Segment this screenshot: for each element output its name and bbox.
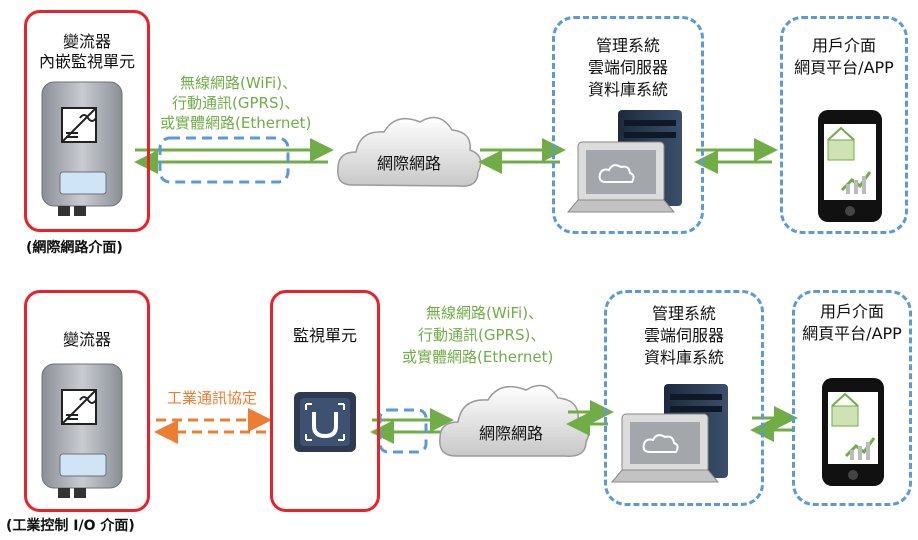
monitor-unit-box [270,290,380,512]
protocol-label: 工業通訊協定 [166,389,257,407]
web-app-label: 網頁平台/APP [794,58,894,77]
inverter-label: 變流器 [62,32,111,51]
monitor-unit-icon [294,392,356,452]
link-gprs-label: 行動通訊(GPRS)、 [172,94,300,112]
inverter-icon [41,81,123,216]
user-interface-title: 用戶介面 [811,36,876,55]
bottom-link-arrows [370,408,454,444]
link-ethernet-label: 或實體網路(Ethernet) [402,348,554,366]
server-icon [610,384,728,483]
management-system-box [604,290,764,506]
user-interface-box [792,290,912,506]
user-interface-box [780,16,908,234]
inverter-icon [41,363,123,498]
management-title: 管理系統 [595,36,660,55]
cloud-icon [439,384,590,457]
embedded-monitor-label: 內嵌監視單元 [38,52,135,71]
top-link-dashed-highlight [158,136,290,184]
web-app-label: 網頁平台/APP [802,324,902,343]
cloud-server-arrows [478,138,566,174]
phone-icon [822,378,884,486]
management-title: 管理系統 [651,304,716,323]
server-user-arrows [694,138,778,174]
database-label: 資料庫系統 [587,80,668,99]
database-label: 資料庫系統 [643,348,724,367]
cloud-label: 網際網路 [376,154,441,173]
link-ethernet-label: 或實體網路(Ethernet) [160,114,312,132]
internet-interface-caption: (網際網路介面) [26,240,123,256]
cloud-server-label: 雲端伺服器 [643,326,724,345]
cloud-server-label: 雲端伺服器 [587,58,668,77]
inverter-label: 變流器 [62,330,111,349]
inverter-embedded-box [24,10,150,232]
protocol-arrows [154,408,272,444]
server-icon [566,110,682,213]
management-system-box [552,16,704,234]
phone-icon [818,110,882,222]
link-gprs-label: 行動通訊(GPRS)、 [418,326,546,344]
io-interface-caption: (工業控制 I/O 介面) [6,518,135,534]
link-wifi-label: 無線網路(WiFi)、 [426,304,544,322]
inverter-box [24,290,150,512]
monitor-unit-label: 監視單元 [292,326,357,345]
cloud-label: 網際網路 [478,424,543,443]
cloud-server-arrows [566,400,614,436]
user-interface-title: 用戶介面 [819,302,884,321]
bottom-link-dashed-highlight [378,408,428,454]
top-link-arrows [134,138,334,174]
link-wifi-label: 無線網路(WiFi)、 [180,74,298,92]
